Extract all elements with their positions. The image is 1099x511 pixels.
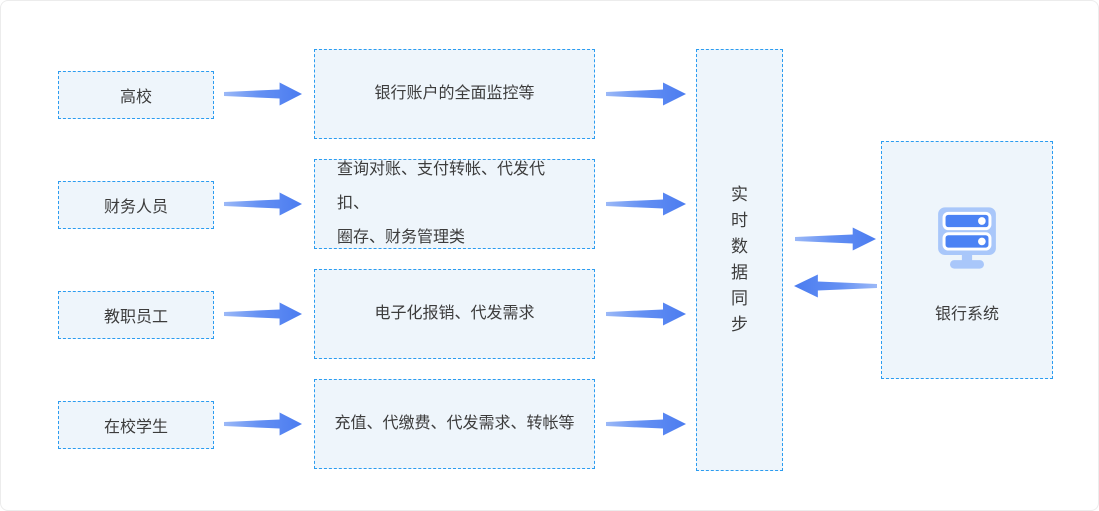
- arrow-right-icon: [606, 412, 686, 436]
- function-box-monitoring: 银行账户的全面监控等: [314, 49, 595, 139]
- arrow-right-icon: [606, 302, 686, 326]
- function-box-recharge-payment: 充值、代缴费、代发需求、转帐等: [314, 379, 595, 469]
- function-label: 充值、代缴费、代发需求、转帐等: [334, 415, 575, 432]
- actor-label: 高校: [119, 89, 152, 106]
- function-label-line1: 查询对账、支付转帐、代发代扣、: [337, 161, 546, 212]
- function-label: 银行账户的全面监控等: [374, 85, 535, 102]
- sync-box: 实时数据同步: [696, 49, 783, 471]
- actor-label: 教职员工: [103, 309, 168, 326]
- arrow-right-icon: [224, 412, 302, 436]
- arrow-right-icon: [224, 302, 302, 326]
- arrow-right-icon: [224, 192, 302, 216]
- actor-box-faculty-staff: 教职员工: [58, 291, 214, 339]
- bank-system-label: 银行系统: [934, 306, 999, 323]
- actor-label: 在校学生: [103, 419, 168, 436]
- sync-label: 实时数据同步: [731, 185, 748, 334]
- arrow-right-icon: [606, 82, 686, 106]
- function-label-line2: 圈存、财务管理类: [337, 229, 466, 246]
- actor-box-university: 高校: [58, 71, 214, 119]
- bank-system-box: 银行系统: [881, 141, 1053, 379]
- arrow-right-icon: [606, 192, 686, 216]
- arrow-right-icon: [795, 227, 876, 251]
- arrow-left-icon: [794, 274, 877, 298]
- arrow-right-icon: [224, 82, 302, 106]
- actor-box-students: 在校学生: [58, 401, 214, 449]
- function-box-finance-ops: 查询对账、支付转帐、代发代扣、 圈存、财务管理类: [314, 159, 595, 249]
- server-icon: [938, 207, 996, 269]
- function-label: 电子化报销、代发需求: [374, 305, 535, 322]
- actor-box-finance-staff: 财务人员: [58, 181, 214, 229]
- actor-label: 财务人员: [103, 199, 168, 216]
- function-box-reimbursement: 电子化报销、代发需求: [314, 269, 595, 359]
